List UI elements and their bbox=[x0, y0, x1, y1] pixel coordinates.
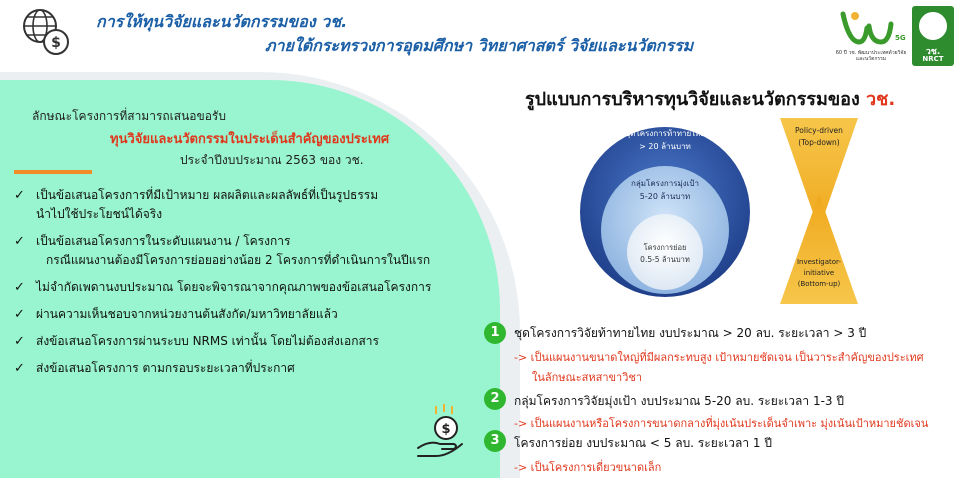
list-item: ✓ ส่งข้อเสนอโครงการ ตามกรอบระยะเวลาที่ปร… bbox=[12, 359, 482, 378]
svg-text:5G: 5G bbox=[895, 34, 906, 42]
left-intro: ลักษณะโครงการที่สามารถเสนอขอรับ bbox=[32, 109, 226, 123]
legend-sub: ในลักษณะสหสาขาวิชา bbox=[532, 371, 643, 384]
list-item: ✓ เป็นข้อเสนอโครงการในระดับแผนงาน / โครง… bbox=[12, 232, 482, 270]
list-item-line1: ผ่านความเห็นชอบจากหน่วยงานต้นสังกัด/มหาว… bbox=[36, 307, 338, 321]
money-hand-icon: $ bbox=[417, 404, 463, 457]
list-item-line1: เป็นข้อเสนอโครงการที่มีเป้าหมาย ผลผลิตแล… bbox=[36, 188, 379, 202]
legend-sub: -> เป็นแผนงานขนาดใหญ่ที่มีผลกระทบสูง เป้… bbox=[514, 351, 924, 364]
check-icon: ✓ bbox=[14, 334, 25, 349]
inner-circle-label-1: โครงการย่อย bbox=[644, 243, 687, 252]
section-title-main: รูปแบบการบริหารทุนวิจัยและนวัตกรรมของ bbox=[525, 89, 866, 110]
inner-circle bbox=[627, 214, 703, 290]
legend-sub: -> เป็นโครงการเดี่ยวขนาดเล็ก bbox=[514, 461, 662, 474]
outer-circle-label-2: > 20 ล้านบาท bbox=[639, 142, 691, 151]
vch-logo-mark-icon: 5G bbox=[840, 11, 906, 45]
list-item-line1: ส่งข้อเสนอโครงการ ตามกรอบระยะเวลาที่ประก… bbox=[36, 361, 295, 375]
list-item-line2: นำไปใช้ประโยชน์ได้จริง bbox=[36, 207, 163, 221]
funding-diagram: ชุดโครงการท้าทายไทย > 20 ล้านบาท กลุ่มโค… bbox=[580, 118, 858, 304]
nrct-logo-english: NRCT bbox=[922, 55, 944, 63]
legend-sub: -> เป็นแผนงานหรือโครงการขนาดกลางที่มุ่งเ… bbox=[514, 417, 929, 430]
vch-logo-caption: 60 ปี วช. พัฒนาประเทศด้วยวิจัยและนวัตกรร… bbox=[835, 50, 907, 62]
nrct-seal-icon bbox=[917, 10, 949, 42]
criteria-list: ✓ เป็นข้อเสนอโครงการที่มีเป้าหมาย ผลผลิต… bbox=[12, 186, 482, 386]
legend-main: โครงการย่อย งบประมาณ < 5 ลบ. ระยะเวลา 1 … bbox=[514, 436, 772, 450]
investigator-triangle bbox=[780, 194, 858, 304]
check-icon: ✓ bbox=[14, 188, 25, 203]
page-subtitle: ภายใต้กระทรวงการอุดมศึกษา วิทยาศาสตร์ วิ… bbox=[265, 36, 694, 55]
investigator-label-3: (Bottom-up) bbox=[798, 280, 841, 288]
list-item-line1: เป็นข้อเสนอโครงการในระดับแผนงาน / โครงกา… bbox=[36, 234, 291, 248]
legend-main: ชุดโครงการวิจัยท้าทายไทย งบประมาณ > 20 ล… bbox=[514, 326, 867, 340]
list-item-line1: ส่งข้อเสนอโครงการผ่านระบบ NRMS เท่านั้น … bbox=[36, 334, 379, 348]
left-year: ประจำปีงบประมาณ 2563 ของ วช. bbox=[180, 153, 364, 167]
policy-label-2: (Top-down) bbox=[798, 138, 840, 147]
list-item: ✓ ไม่จำกัดเพดานงบประมาณ โดยจะพิจารณาจากค… bbox=[12, 278, 482, 297]
investigator-label-2: initiative bbox=[804, 269, 834, 277]
policy-triangle bbox=[780, 118, 858, 230]
list-item: ✓ เป็นข้อเสนอโครงการที่มีเป้าหมาย ผลผลิต… bbox=[12, 186, 482, 224]
check-icon: ✓ bbox=[14, 280, 25, 295]
list-item-line2: กรณีแผนงานต้องมีโครงการย่อยอย่างน้อย 2 โ… bbox=[46, 253, 431, 267]
header: $ การให้ทุนวิจัยและนวัตกรรมของ วช. ภายใต… bbox=[0, 0, 960, 68]
check-icon: ✓ bbox=[14, 361, 25, 376]
section-title: รูปแบบการบริหารทุนวิจัยและนวัตกรรมของ วช… bbox=[525, 84, 895, 113]
svg-text:$: $ bbox=[51, 35, 61, 51]
list-item: ✓ ส่งข้อเสนอโครงการผ่านระบบ NRMS เท่านั้… bbox=[12, 332, 482, 351]
check-icon: ✓ bbox=[14, 307, 25, 322]
svg-text:$: $ bbox=[441, 422, 450, 437]
globe-money-icon: $ bbox=[23, 9, 69, 55]
investigator-label-1: Investigator- bbox=[797, 258, 841, 266]
page-title: การให้ทุนวิจัยและนวัตกรรมของ วช. bbox=[96, 12, 348, 31]
nrct-logo: วช. NRCT bbox=[912, 6, 954, 66]
inner-circle-label-2: 0.5-5 ล้านบาท bbox=[640, 255, 690, 264]
policy-label-1: Policy-driven bbox=[795, 126, 843, 135]
middle-circle-label-1: กลุ่มโครงการมุ่งเป้า bbox=[631, 178, 699, 188]
list-item-line1: ไม่จำกัดเพดานงบประมาณ โดยจะพิจารณาจากคุณ… bbox=[36, 280, 432, 294]
legend-main: กลุ่มโครงการวิจัยมุ่งเป้า งบประมาณ 5-20 … bbox=[514, 394, 844, 408]
vch-logo: 5G 60 ปี วช. พัฒนาประเทศด้วยวิจัยและนวัต… bbox=[835, 6, 907, 66]
check-icon: ✓ bbox=[14, 234, 25, 249]
nrct-logo-thai: วช. bbox=[925, 47, 941, 57]
orange-divider bbox=[14, 170, 92, 174]
left-panel bbox=[0, 80, 500, 478]
list-item: ✓ ผ่านความเห็นชอบจากหน่วยงานต้นสังกัด/มห… bbox=[12, 305, 482, 324]
number-badge: 2 bbox=[484, 388, 506, 410]
number-badge: 3 bbox=[484, 430, 506, 452]
section-title-vch: วช. bbox=[866, 89, 896, 110]
left-highlight: ทุนวิจัยและนวัตกรรมในประเด็นสำคัญของประเ… bbox=[110, 132, 390, 147]
outer-circle-label-1: ชุดโครงการท้าทายไทย bbox=[625, 128, 705, 138]
number-badge: 1 bbox=[484, 322, 506, 344]
middle-circle-label-2: 5-20 ล้านบาท bbox=[640, 192, 690, 201]
